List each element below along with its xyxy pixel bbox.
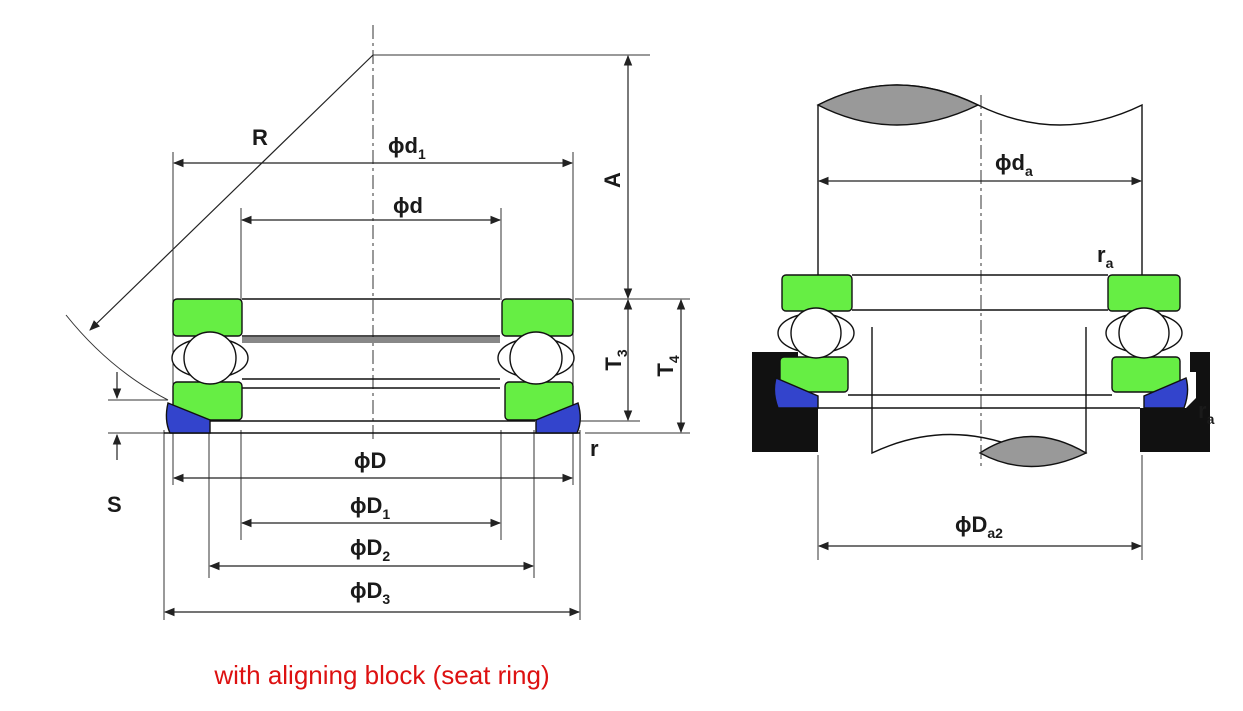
label-T4: T4 [653, 355, 682, 376]
right-seat-ring-left [773, 377, 819, 409]
label-da: ϕda [995, 150, 1033, 179]
label-S: S [107, 492, 122, 517]
cage-band-top [242, 337, 500, 343]
right-shaft-washer-right [1107, 274, 1181, 312]
right-ball-right [1118, 307, 1170, 359]
label-r: r [590, 436, 599, 461]
label-ra-side: ra [1198, 398, 1215, 427]
ball-right [509, 331, 563, 385]
radius-R-line [89, 54, 374, 331]
shaft-lower-break [978, 435, 1088, 468]
label-D: ϕD [354, 448, 386, 473]
label-R: R [252, 125, 268, 150]
shaft-upper-break [816, 84, 980, 126]
label-Da2: ϕDa2 [955, 512, 1003, 541]
label-d1: ϕd1 [388, 133, 426, 162]
right-seat-ring-right [1143, 377, 1189, 409]
right-mounting-view: ϕda ra ra ϕDa2 [752, 84, 1215, 560]
seat-ring-left [165, 402, 211, 434]
label-D1: ϕD1 [350, 493, 390, 522]
left-bearing-view: R ϕd1 ϕd A T3 T4 S r ϕD ϕD1 ϕD2 ϕD3 [65, 25, 690, 620]
right-shaft-washer-left [781, 274, 853, 312]
shaft-washer-left [172, 298, 243, 337]
caption: with aligning block (seat ring) [214, 660, 550, 690]
label-ra-top: ra [1097, 242, 1114, 271]
label-D3: ϕD3 [350, 578, 390, 607]
label-A: A [600, 172, 625, 188]
label-T3: T3 [601, 349, 630, 370]
right-ball-left [790, 307, 842, 359]
label-d: ϕd [393, 193, 423, 218]
ball-left [183, 331, 237, 385]
shaft-washer-right [501, 298, 574, 337]
seat-ring-right [535, 402, 581, 434]
label-D2: ϕD2 [350, 535, 390, 564]
housing-right [1140, 352, 1210, 452]
spherical-arc [65, 314, 169, 401]
shaft-lower [871, 327, 1087, 455]
